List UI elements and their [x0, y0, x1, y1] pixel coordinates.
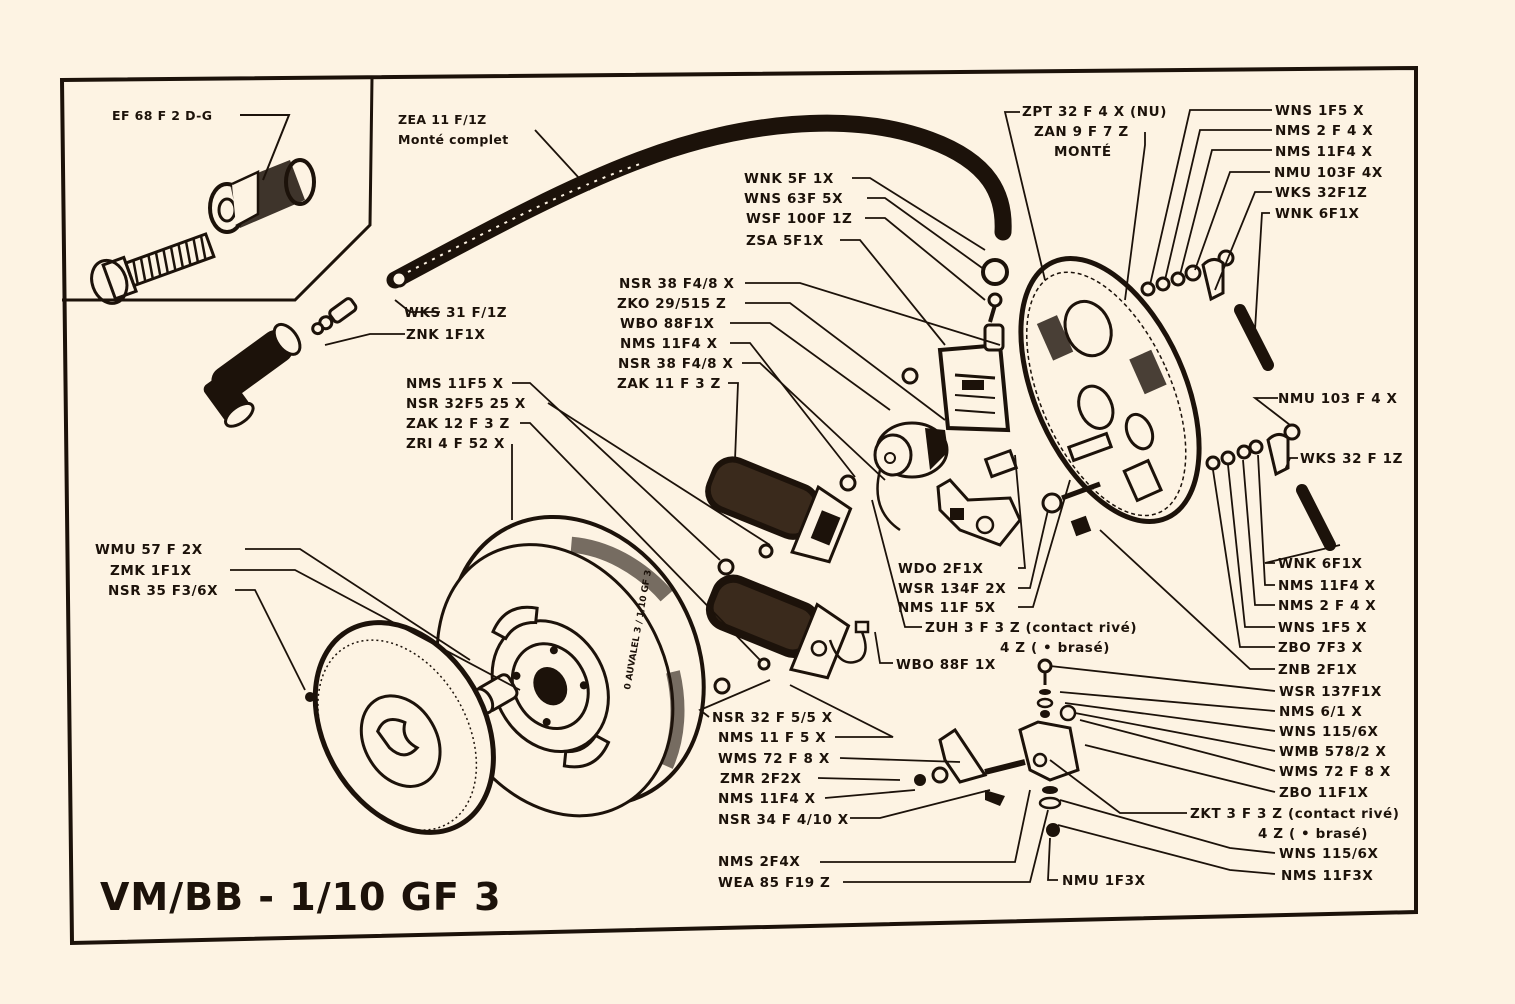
label-znk: ZNK 1F1X — [406, 327, 485, 343]
label-nsr32f5: NSR 32F5 25 X — [406, 396, 526, 412]
label-zak12: ZAK 12 F 3 Z — [406, 416, 510, 432]
washers-upper-right — [1140, 249, 1274, 371]
label-nms11f4a: NMS 11F4 X — [620, 336, 718, 352]
label-nms6: NMS 6/1 X — [1279, 704, 1362, 720]
label-wks31: WKS 31 F/1Z — [404, 305, 507, 321]
label-wbo88b: WBO 88F 1X — [896, 657, 996, 673]
label-wbo88a: WBO 88F1X — [620, 316, 715, 332]
outer-frame — [59, 65, 1418, 946]
label-wdo2: WDO 2F1X — [898, 561, 984, 577]
label-wnk6b: WNK 6F1X — [1278, 556, 1363, 572]
diagram-title: VM/BB - 1/10 GF 3 — [100, 875, 502, 919]
label-wms72a: WMS 72 F 8 X — [1279, 764, 1391, 780]
inset-adapter-drawing — [208, 158, 316, 234]
label-wns115a: WNS 115/6X — [1279, 724, 1379, 740]
label-wsf100: WSF 100F 1Z — [746, 211, 852, 227]
label-nmu1f3: NMU 1F3X — [1062, 873, 1146, 889]
leader-lines — [230, 109, 1341, 883]
ignition-coil-upper-drawing — [705, 456, 853, 564]
label-nsr34: NSR 34 F 4/10 X — [718, 812, 849, 828]
label-nmu103b: NMU 103 F 4 X — [1278, 391, 1398, 407]
label-zmr: ZMR 2F2X — [720, 771, 802, 787]
label-nms2f4a: NMS 2 F 4 X — [1275, 123, 1373, 139]
contact-breaker-upper-drawing — [936, 478, 1022, 547]
ignition-coil-lower-drawing — [705, 574, 870, 680]
label-zkt-alt: 4 Z ( • brasé) — [1258, 826, 1368, 842]
label-wea85: WEA 85 F19 Z — [718, 875, 830, 891]
label-nmu103a: NMU 103F 4X — [1274, 165, 1383, 181]
label-znb2: ZNB 2F1X — [1278, 662, 1357, 678]
label-nms11f3: NMS 11F3X — [1281, 868, 1373, 884]
inset-box — [62, 77, 374, 302]
label-nms11f4d: NMS 11F4 X — [718, 791, 816, 807]
part-labels: EF 68 F 2 D-G ZEA 11 F/1Z Monté complet … — [95, 103, 1403, 891]
label-zmk: ZMK 1F1X — [110, 563, 192, 579]
label-wms72b: WMS 72 F 8 X — [718, 751, 830, 767]
ht-lead-drawing — [386, 114, 1012, 289]
small-screws — [713, 258, 1101, 695]
label-zpt: ZPT 32 F 4 X (NU) — [1022, 104, 1167, 120]
label-wmb578: WMB 578/2 X — [1279, 744, 1387, 760]
washers-mid-right — [1205, 423, 1336, 551]
label-nms11f4c: NMS 11F4 X — [1278, 578, 1376, 594]
label-wsr137: WSR 137F1X — [1279, 684, 1382, 700]
label-nms11f5b: NMS 11F 5X — [898, 600, 996, 616]
label-zbo7: ZBO 7F3 X — [1278, 640, 1363, 656]
label-zbo11: ZBO 11F1X — [1279, 785, 1368, 801]
label-zko: ZKO 29/515 Z — [617, 296, 726, 312]
label-nms11f5a: NMS 11F5 X — [406, 376, 504, 392]
label-wns1f5a: WNS 1F5 X — [1275, 103, 1364, 119]
leader-ef68 — [240, 114, 291, 181]
condenser-drawing — [873, 421, 949, 532]
contact-breaker-lower-drawing — [914, 658, 1080, 837]
label-zuh: ZUH 3 F 3 Z (contact rivé) — [925, 620, 1137, 636]
terminal-block-drawing — [937, 323, 1011, 433]
label-wns1f5b: WNS 1F5 X — [1278, 620, 1367, 636]
label-wmu57: WMU 57 F 2X — [95, 542, 203, 558]
label-zea11-note: Monté complet — [398, 132, 509, 147]
label-zak11: ZAK 11 F 3 Z — [617, 376, 721, 392]
label-wnk6a: WNK 6F1X — [1275, 206, 1360, 222]
label-ef68: EF 68 F 2 D-G — [112, 108, 212, 123]
fan-cover-drawing — [305, 620, 496, 835]
label-zea11: ZEA 11 F/1Z — [398, 112, 487, 127]
label-nsr38b: NSR 38 F4/8 X — [618, 356, 733, 372]
stator-base-plate-drawing — [1018, 256, 1202, 524]
label-zan-note: MONTÉ — [1054, 143, 1112, 160]
label-nms11f5c: NMS 11 F 5 X — [718, 730, 826, 746]
flywheel-drawing: 0 AUVALEL 3 / 1/10 GF 3 — [435, 514, 706, 818]
label-wks32b: WKS 32 F 1Z — [1300, 451, 1403, 467]
label-zri4: ZRI 4 F 52 X — [406, 436, 505, 452]
spark-plug-cap-drawing — [203, 297, 358, 428]
label-wns115b: WNS 115/6X — [1279, 846, 1379, 862]
label-zkt: ZKT 3 F 3 Z (contact rivé) — [1190, 806, 1400, 822]
label-nms2f4b: NMS 2 F 4 X — [1278, 598, 1376, 614]
label-zan: ZAN 9 F 7 Z — [1034, 124, 1129, 140]
label-wnk5: WNK 5F 1X — [744, 171, 834, 187]
label-wns63: WNS 63F 5X — [744, 191, 843, 207]
inset-bolt-drawing — [90, 114, 316, 305]
label-wsr134: WSR 134F 2X — [898, 581, 1006, 597]
label-nms11f4b: NMS 11F4 X — [1275, 144, 1373, 160]
label-zsa5: ZSA 5F1X — [746, 233, 824, 249]
label-zuh-alt: 4 Z ( • brasé) — [1000, 640, 1110, 656]
label-nsr32f55: NSR 32 F 5/5 X — [712, 710, 833, 726]
label-nms2f4c: NMS 2F4X — [718, 854, 800, 870]
label-wks32a: WKS 32F1Z — [1275, 185, 1367, 201]
label-nsr35: NSR 35 F3/6X — [108, 583, 218, 599]
label-nsr38a: NSR 38 F4/8 X — [619, 276, 734, 292]
